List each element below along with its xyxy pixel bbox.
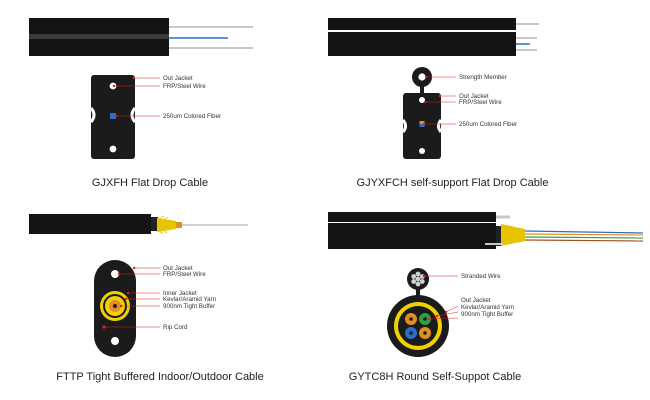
gytc8h-diagram: Stranded Wire Out Jacket Kevlar/Aramid Y… [328,212,644,357]
label-out-jacket: Out Jacket [459,93,489,100]
fttp-side-view [29,214,248,235]
label-tight-buffer: 900nm Tight Buffer [163,303,215,310]
caption-gytc8h: GYTC8H Round Self-Suppot Cable [348,371,522,383]
gjxfh-leaders [114,77,160,117]
gytc8h-side-view [328,212,644,249]
gytc8h-leader-dots [422,274,448,321]
panel-fttp: Out Jacket FRP/Steel Wire Inner Jacket K… [0,200,325,400]
label-out-jacket: Out Jacket [163,265,193,272]
gjxfh-diagram: Out Jacket FRP/Steel Wire 250um Colored … [29,18,253,159]
panel-gjxfh: Out Jacket FRP/Steel Wire 250um Colored … [0,0,325,200]
caption-fttp: FTTP Tight Buffered Indoor/Outdoor Cable [56,371,264,383]
fttp-cross-section [94,260,136,357]
fttp-leaders [104,267,160,328]
gjyxfch-side-view [328,18,539,56]
label-colored-fiber: 250um Colored Fiber [459,121,517,128]
label-frp-steel-wire: FRP/Steel Wire [459,99,502,106]
fttp-diagram: Out Jacket FRP/Steel Wire Inner Jacket K… [29,214,248,357]
gytc8h-leaders [424,275,459,320]
caption-gjxfh: GJXFH Flat Drop Cable [91,177,209,189]
gjyxfch-leader-dots [422,75,442,126]
label-stranded-wire: Stranded Wire [461,273,501,280]
label-out-jacket: Out Jacket [163,75,193,82]
label-frp-steel-wire: FRP/Steel Wire [163,271,206,278]
label-out-jacket: Out Jacket [461,297,491,304]
gjxfh-side-view [29,18,253,56]
gjxfh-leader-dots [112,76,136,118]
gjxfh-cross-section [89,75,137,159]
label-rip-cord: Rip Cord [163,324,188,331]
label-kevlar-yarn: Kevlar/Aramid Yarn [461,304,515,311]
label-colored-fiber: 250um Colored Fiber [163,113,221,120]
gjxfh-fiber [110,113,116,119]
caption-gjyxfch: GJYXFCH self-support Flat Drop Cable [356,177,549,189]
label-kevlar-yarn: Kevlar/Aramid Yarn [163,296,217,303]
label-tight-buffer: 900nm Tight Buffer [461,311,513,318]
label-strength-member: Strength Member [459,74,507,81]
label-frp-steel-wire: FRP/Steel Wire [163,83,206,90]
panel-gytc8h: Stranded Wire Out Jacket Kevlar/Aramid Y… [325,200,650,400]
label-inner-jacket: Inner Jacket [163,290,197,297]
gjyxfch-diagram: Strength Member Out Jacket FRP/Steel Wir… [328,18,539,159]
panel-gjyxfch: Strength Member Out Jacket FRP/Steel Wir… [325,0,650,200]
gjyxfch-leaders [424,76,456,125]
gjyxfch-cross-section [401,67,443,159]
gjxfh-wire-bottom [109,145,117,153]
fttp-leader-dots [102,266,136,329]
gytc8h-cross-section [387,268,449,357]
